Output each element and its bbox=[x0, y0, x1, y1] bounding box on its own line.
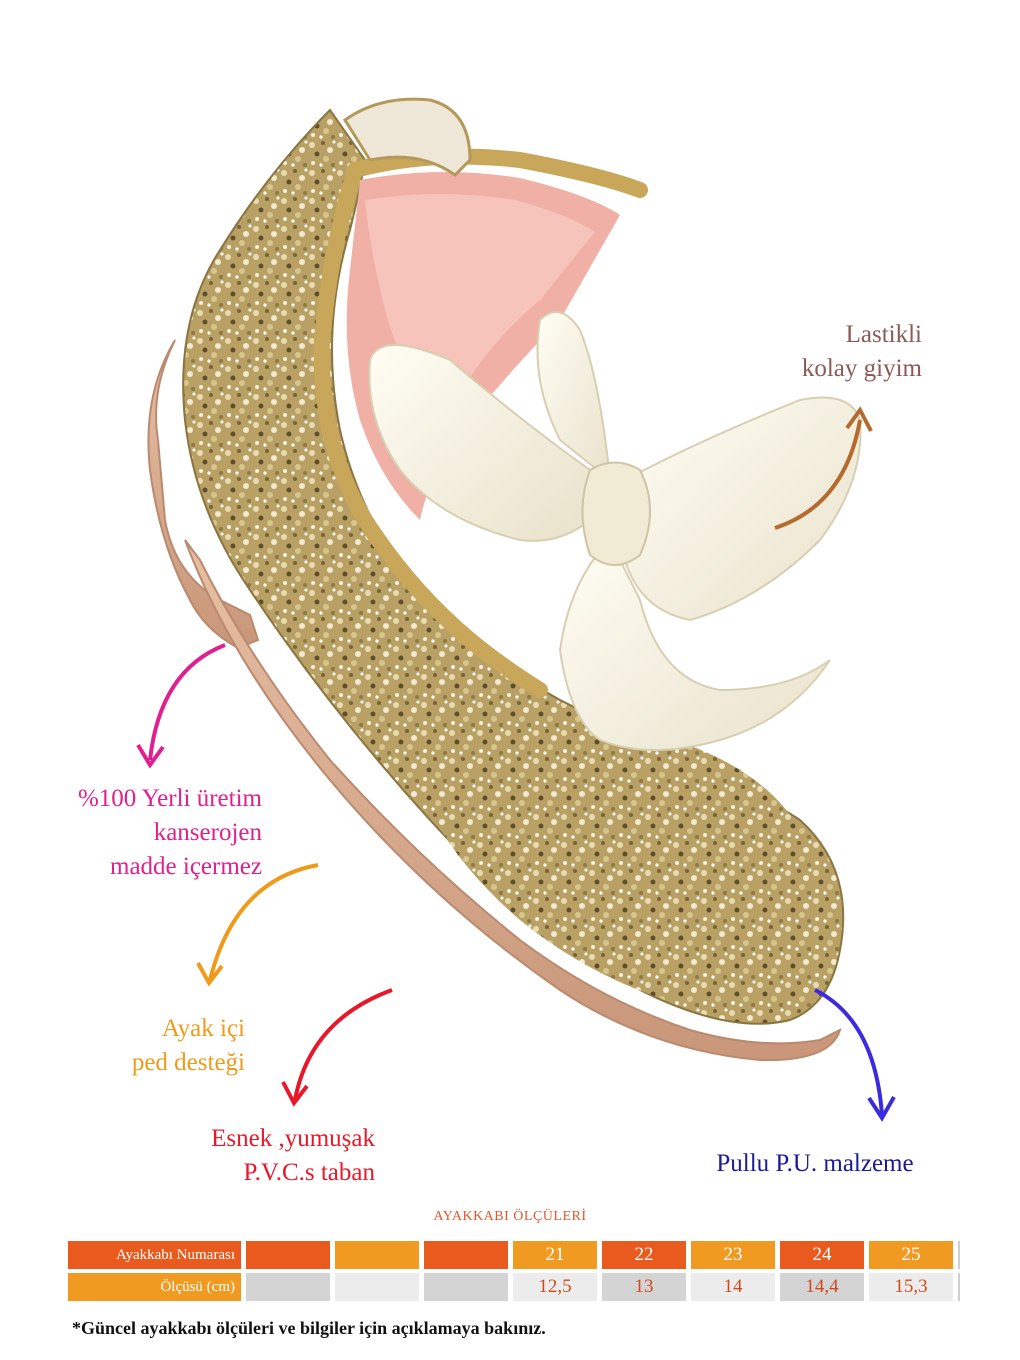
callout-sole-line1: Esnek ,yumuşak bbox=[211, 1125, 375, 1152]
callout-elastic-line2: kolay giyim bbox=[801, 355, 922, 382]
local-arrow bbox=[136, 643, 226, 769]
size-cell bbox=[335, 1241, 419, 1269]
callout-pad-support: Ayak içi ped desteği bbox=[60, 1012, 245, 1080]
callout-elastic-line1: Lastikli bbox=[845, 321, 922, 348]
callout-sequin-material: Pullu P.U. malzeme bbox=[690, 1147, 940, 1181]
callout-material-line1: Pullu P.U. malzeme bbox=[716, 1150, 914, 1177]
size-footnote: *Güncel ayakkabı ölçüleri ve bilgiler iç… bbox=[72, 1318, 546, 1338]
size-cell: 22 bbox=[602, 1241, 686, 1269]
size-row-end bbox=[958, 1273, 960, 1301]
size-cell: 15,3 bbox=[869, 1273, 953, 1301]
sole-arrow bbox=[281, 988, 393, 1107]
size-cell bbox=[246, 1241, 330, 1269]
callout-flexible-sole: Esnek ,yumuşak P.V.C.s taban bbox=[120, 1122, 375, 1190]
size-row-cm-label: Ölçüsü (cm) bbox=[68, 1273, 241, 1301]
size-cell: 13 bbox=[602, 1273, 686, 1301]
callout-pad-line2: ped desteği bbox=[131, 1049, 245, 1076]
size-cell: 14,4 bbox=[780, 1273, 864, 1301]
size-cell bbox=[335, 1273, 419, 1301]
size-cell: 25 bbox=[869, 1241, 953, 1269]
pad-arrow bbox=[196, 863, 319, 987]
size-cell: 24 bbox=[780, 1241, 864, 1269]
size-row-number-label: Ayakkabı Numarası bbox=[68, 1241, 241, 1269]
size-table-title: AYAKKABI ÖLÇÜLERİ bbox=[433, 1209, 587, 1224]
callout-arrows bbox=[136, 406, 896, 1122]
size-cell: 12,5 bbox=[513, 1273, 597, 1301]
size-row-cm: Ölçüsü (cm) 12,5 13 14 14,4 15,3 bbox=[68, 1273, 960, 1301]
callout-local-line1: %100 Yerli üretim bbox=[77, 785, 262, 812]
size-cell bbox=[246, 1273, 330, 1301]
size-row-end bbox=[958, 1241, 960, 1269]
size-cell: 14 bbox=[691, 1273, 775, 1301]
size-cell bbox=[424, 1273, 508, 1301]
size-cell bbox=[424, 1241, 508, 1269]
callout-local-line3: madde içermez bbox=[110, 853, 262, 880]
shoe-product-image bbox=[147, 97, 862, 1062]
size-table: Ayakkabı Numarası 21 22 23 24 25 Ölçüsü … bbox=[68, 1241, 960, 1305]
material-arrow bbox=[814, 988, 896, 1122]
callout-local-line2: kanserojen bbox=[153, 819, 262, 846]
elastic-arrow bbox=[774, 406, 873, 530]
callout-local-production: %100 Yerli üretim kanserojen madde içerm… bbox=[40, 782, 262, 884]
callout-pad-line1: Ayak içi bbox=[161, 1015, 245, 1042]
size-cell: 21 bbox=[513, 1241, 597, 1269]
size-cell: 23 bbox=[691, 1241, 775, 1269]
size-row-number: Ayakkabı Numarası 21 22 23 24 25 bbox=[68, 1241, 960, 1269]
callout-sole-line2: P.V.C.s taban bbox=[243, 1159, 375, 1186]
callout-elastic: Lastikli kolay giyim bbox=[700, 318, 922, 386]
